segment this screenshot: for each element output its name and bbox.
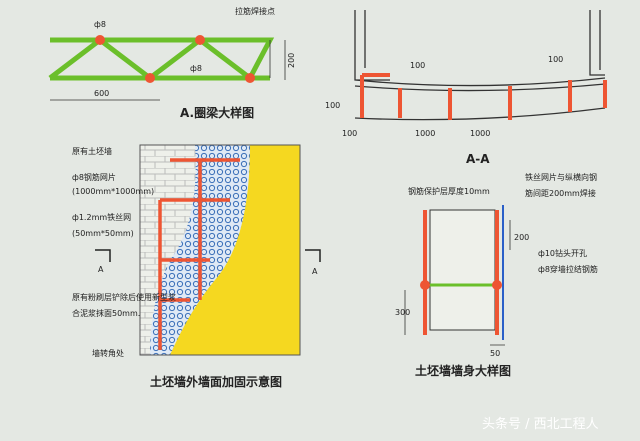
label-weld-1: 铁丝网片与纵横向钢 [525,172,597,182]
wall-detail: 钢筋保护层厚度10mm 铁丝网片与纵横向钢 筋间距200mm焊接 ф10钻头开孔… [395,172,598,378]
bar-bottom-label: ф8 [190,64,202,73]
section-aa-detail: 100 100 100 100 1000 1000 A-A [325,10,607,166]
wall-detail-title: 土坯墙墙身大样图 [415,363,511,378]
label-hole: ф10钻头开孔 [538,248,587,258]
dim-200: 200 [514,233,529,242]
dim-bottom: 1000 [415,129,435,138]
dim-left: 100 [342,129,357,138]
label-wall-corner: 墙转角处 [92,348,124,358]
label-weld-2: 筋间距200mm焊接 [525,188,596,198]
watermark: 头条号 / 西北工程人 [482,416,599,432]
reinforcement-illustration: A A 原有土坯墙 ф8钢筋网片 (1000mm*1000mm) ф1.2mm铁… [72,144,321,389]
label-rebar-mesh: ф8钢筋网片 [72,172,116,182]
label-wire-mesh-size: (50mm*50mm) [72,229,134,238]
label-cover: 钢筋保护层厚度10mm [408,186,490,196]
section-title: A-A [466,152,490,166]
ring-beam-title: A.圈梁大样图 [180,105,254,120]
section-mark-left: A [98,265,104,274]
label-tie-bar: ф8穿墙拉结钢筋 [538,264,598,274]
section-mark-right: A [312,267,318,276]
label-existing-wall: 原有土坯墙 [72,146,112,156]
label-plaster-thickness: 合泥浆抹面50mm. [72,308,140,318]
label-plaster: 原有粉刷层铲除后使用新型浆 [72,292,176,302]
ring-beam-detail: ф8 ф8 拉筋焊接点 200 600 A.圈梁大样图 [48,6,296,120]
span-dim: 600 [94,89,109,98]
dim-top: 100 [548,55,563,64]
dim-left: 100 [325,101,340,110]
dim-top: 100 [410,61,425,70]
reinforcement-title: 土坯墙外墙面加固示意图 [150,374,282,389]
dim-50: 50 [490,349,500,358]
label-wire-mesh: ф1.2mm铁丝网 [72,212,131,222]
dim-300: 300 [395,308,410,317]
bar-top-label: ф8 [94,20,106,29]
label-rebar-mesh-size: (1000mm*1000mm) [72,187,154,196]
height-dim: 200 [287,53,296,68]
weld-label: 拉筋焊接点 [235,6,275,16]
dim-bottom: 1000 [470,129,490,138]
